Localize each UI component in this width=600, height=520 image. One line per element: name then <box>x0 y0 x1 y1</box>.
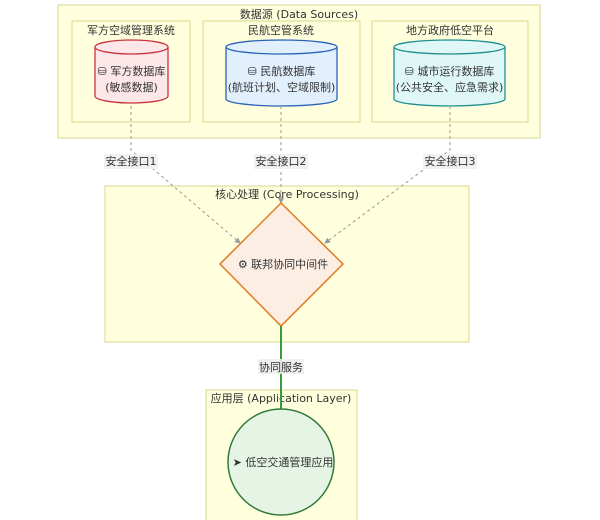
node-label: ⛁ 民航数据库 <box>248 64 316 78</box>
edge-security-3: 安全接口3 <box>324 106 477 244</box>
node-city-db[interactable]: ⛁ 城市运行数据库 (公共安全、应急需求) <box>393 39 506 107</box>
node-sublabel: (敏感数据) <box>105 80 158 94</box>
group-title: 核心处理 (Core Processing) <box>215 187 359 201</box>
paper-plane-icon: ➤ <box>233 456 246 469</box>
group-title: 军方空域管理系统 <box>87 23 175 37</box>
node-label: ⛁ 军方数据库 <box>98 64 166 78</box>
group-title: 地方政府低空平台 <box>406 23 494 37</box>
gears-icon: ⚙ <box>238 258 251 271</box>
group-title: 民航空管系统 <box>248 23 314 37</box>
node-label: ⛁ 城市运行数据库 <box>405 64 495 78</box>
node-label: ➤ 低空交通管理应用 <box>233 455 334 469</box>
edge-label: 安全接口2 <box>256 154 307 168</box>
node-app[interactable]: ➤ 低空交通管理应用 <box>227 408 335 516</box>
group-military: 军方空域管理系统 <box>71 20 191 123</box>
edge-label: 安全接口3 <box>425 154 476 168</box>
group-title: 数据源 (Data Sources) <box>240 7 358 21</box>
node-military-db[interactable]: ⛁ 军方数据库 (敏感数据) <box>94 39 169 104</box>
edge-label: 协同服务 <box>259 360 303 374</box>
edge-label: 安全接口1 <box>106 154 157 168</box>
database-icon: ⛁ <box>98 65 111 78</box>
node-label: ⚙ 联邦协同中间件 <box>238 257 328 271</box>
database-icon: ⛁ <box>405 65 418 78</box>
node-sublabel: (公共安全、应急需求) <box>396 80 504 94</box>
node-sublabel: (航班计划、空域限制) <box>228 80 336 94</box>
node-middleware[interactable]: ⚙ 联邦协同中间件 <box>218 201 345 328</box>
edge-security-2: 安全接口2 <box>254 106 308 204</box>
node-civil-db[interactable]: ⛁ 民航数据库 (航班计划、空域限制) <box>225 39 338 107</box>
edge-security-1: 安全接口1 <box>104 106 241 244</box>
edge-collab-service: 协同服务 <box>258 326 304 409</box>
database-icon: ⛁ <box>248 65 261 78</box>
